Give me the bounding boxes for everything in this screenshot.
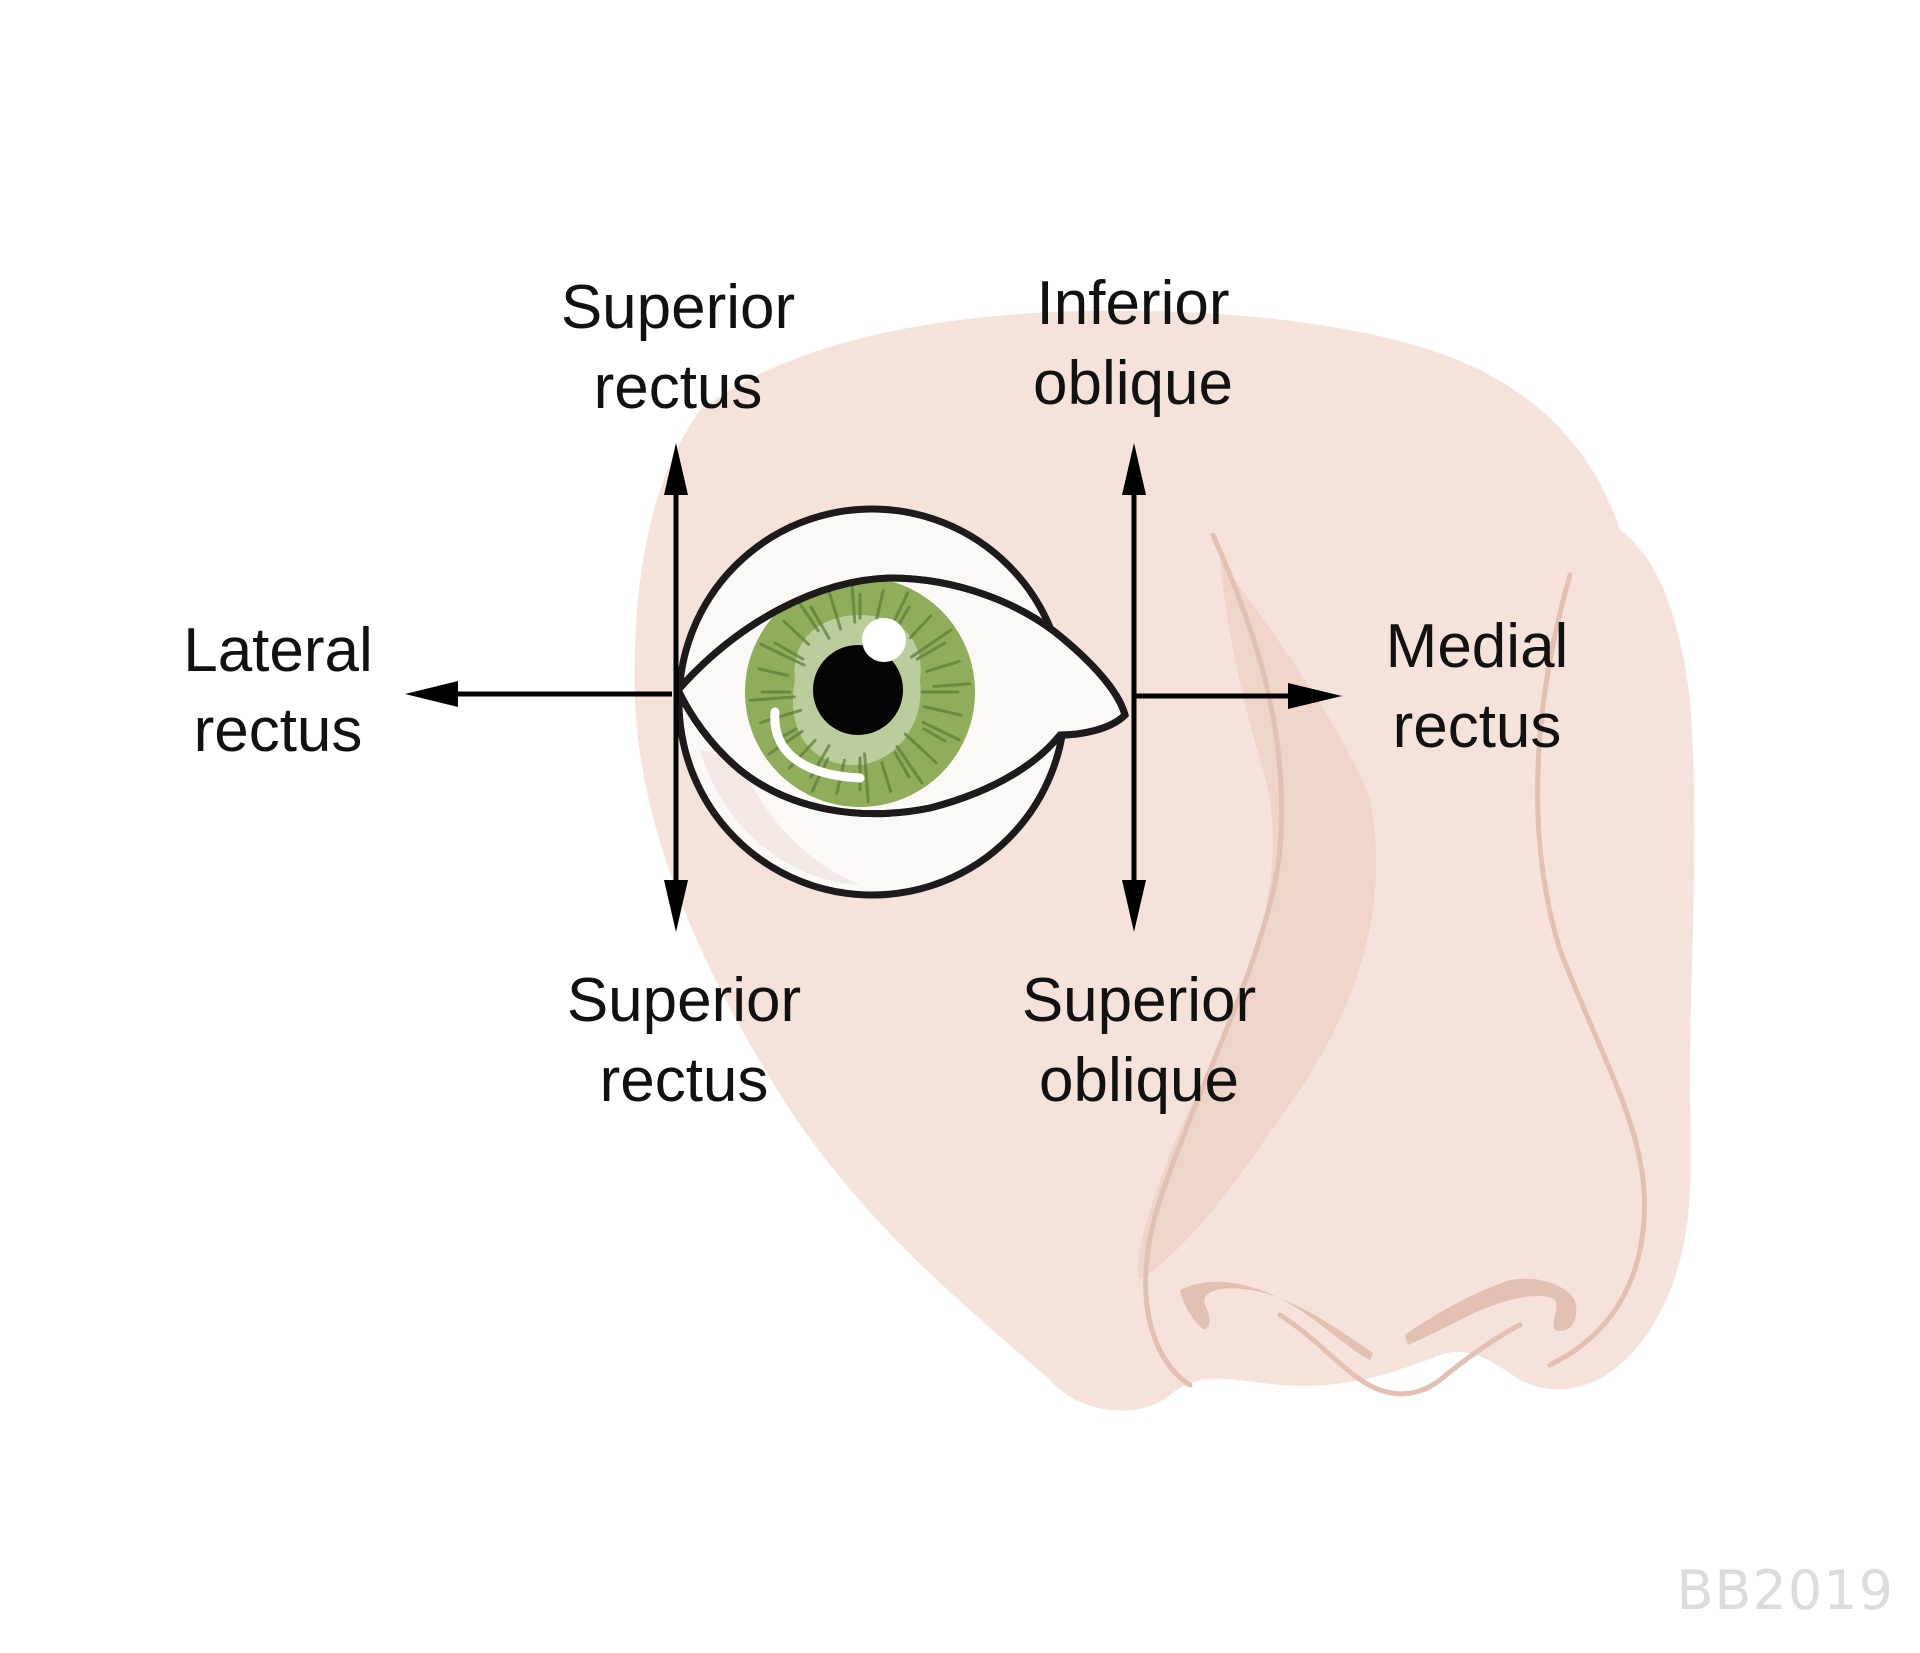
nostril-left xyxy=(1180,1281,1373,1360)
iris-streak xyxy=(909,628,953,659)
right-down-arrowhead xyxy=(1122,880,1146,932)
label-line: oblique xyxy=(1039,1046,1239,1115)
label-line: Superior xyxy=(1021,966,1257,1035)
iris-streak xyxy=(863,752,870,804)
lateral-arrowhead xyxy=(405,681,458,707)
iris-streak xyxy=(782,619,811,646)
iris-streak xyxy=(925,659,961,673)
iris-streak xyxy=(787,738,817,770)
nose-right-line xyxy=(1535,572,1648,1368)
nose-left-line xyxy=(1143,532,1285,1388)
label-superior-oblique-bottom: Superior oblique xyxy=(1022,961,1256,1121)
iris-streak xyxy=(893,751,911,779)
label-inferior-oblique-top: Inferior oblique xyxy=(1033,264,1233,424)
label-line: Lateral xyxy=(183,616,373,685)
label-line: Superior xyxy=(566,966,802,1035)
label-line: rectus xyxy=(599,1046,769,1115)
iris-streak xyxy=(757,667,790,678)
iris-streak xyxy=(759,708,803,725)
iris-streak xyxy=(748,695,796,702)
iris-streak xyxy=(921,720,961,742)
label-line: rectus xyxy=(193,696,363,765)
label-line: Inferior xyxy=(1036,269,1230,338)
movement-arrows xyxy=(405,443,1342,932)
label-line: rectus xyxy=(593,353,763,422)
iris-streak xyxy=(908,614,933,640)
left-down-arrowhead xyxy=(664,880,688,932)
iris-streak xyxy=(796,599,820,633)
iris-streak xyxy=(922,727,947,743)
pupil xyxy=(813,645,903,735)
medial-arrowhead xyxy=(1288,683,1342,709)
watermark: BB2019 xyxy=(1676,1559,1894,1622)
iris-streak xyxy=(915,641,947,661)
iris-streak xyxy=(895,745,924,785)
label-line: Superior xyxy=(560,273,796,342)
eye-highlight xyxy=(862,618,906,662)
eyelid-outline xyxy=(673,574,1129,818)
label-superior-rectus-top: Superior rectus xyxy=(561,268,795,428)
iris-streak xyxy=(759,642,806,667)
iris-streak xyxy=(827,591,843,631)
label-medial-rectus: Medial rectus xyxy=(1386,607,1569,767)
label-line: Medial xyxy=(1385,612,1569,681)
left-up-arrowhead xyxy=(664,443,688,495)
iris-streak xyxy=(809,605,831,640)
nose-tip-line xyxy=(1277,1312,1523,1397)
label-line: rectus xyxy=(1392,692,1562,761)
label-superior-rectus-bottom: Superior rectus xyxy=(567,961,801,1121)
iris-streak xyxy=(850,580,857,624)
iris-streak xyxy=(773,641,805,661)
iris-streak xyxy=(903,732,938,765)
eyeball-shadow xyxy=(700,750,860,885)
label-line: oblique xyxy=(1033,349,1233,418)
iris-streak xyxy=(932,682,972,688)
iris-streak xyxy=(922,705,963,717)
iris-reflection xyxy=(770,707,865,783)
label-lateral-rectus: Lateral rectus xyxy=(183,611,373,771)
right-up-arrowhead xyxy=(1122,443,1146,495)
iris-streak xyxy=(880,761,893,793)
nostril-right xyxy=(1405,1278,1577,1345)
